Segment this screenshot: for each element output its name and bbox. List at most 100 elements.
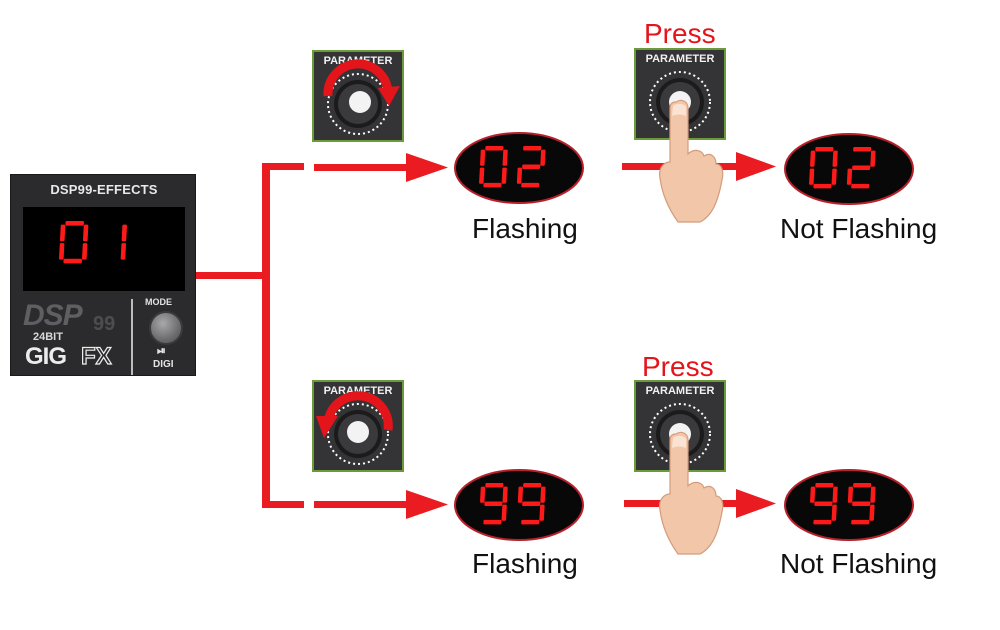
segment-d — [63, 258, 82, 264]
brand-gig-logo: GIG — [25, 343, 67, 370]
caption-not-flashing: Not Flashing — [780, 548, 938, 579]
segment-c — [539, 504, 545, 521]
segment-e — [516, 167, 523, 184]
segment-a — [65, 221, 84, 226]
segment-a — [485, 146, 504, 151]
segment-a — [853, 147, 872, 152]
segment-a — [523, 146, 542, 151]
display-digits — [479, 146, 546, 188]
brand-24bit-text: 24BIT — [33, 331, 63, 343]
press-label: Press — [644, 18, 716, 49]
dsp-display-digits — [59, 221, 127, 264]
digit-2 — [516, 146, 546, 188]
segment-g — [484, 501, 503, 506]
digit-9 — [480, 483, 508, 525]
digit-9 — [847, 483, 876, 525]
segment-d — [813, 519, 832, 525]
knob-rotate-counterclockwise-icon — [316, 391, 393, 465]
parameter-knob-counterclockwise[interactable]: PARAMETER — [312, 380, 404, 472]
segment-f — [847, 486, 854, 503]
segment-e — [479, 167, 485, 184]
dsp-divider — [131, 299, 133, 375]
segment-c — [501, 167, 507, 184]
digit-0 — [479, 146, 508, 188]
segment-g — [522, 501, 541, 506]
digit-9 — [517, 483, 546, 525]
segment-c — [831, 168, 837, 185]
dsp-brand-area: DSP 99 24BIT GIG FX MODE ⏯ DIGI — [11, 297, 197, 377]
display-digits — [480, 483, 546, 525]
digi-label: DIGI — [153, 359, 174, 370]
digit-2 — [846, 147, 876, 189]
display-99-flashing — [454, 469, 584, 541]
digit-0 — [59, 221, 89, 264]
segment-d — [851, 183, 870, 189]
caption-flashing: Flashing — [472, 548, 578, 579]
mode-button[interactable] — [149, 311, 183, 345]
digit-1 — [120, 224, 127, 260]
segment-c — [120, 243, 127, 260]
parameter-label: PARAMETER — [323, 385, 393, 397]
caption-flashing: Flashing — [472, 213, 578, 244]
segment-b — [540, 486, 546, 503]
dsp-panel-title: DSP99-EFFECTS — [50, 182, 158, 197]
segment-c — [82, 243, 88, 260]
segment-b — [502, 486, 508, 503]
segment-f — [59, 224, 66, 242]
display-digits — [809, 147, 876, 189]
segment-b — [870, 150, 876, 167]
segment-d — [851, 519, 870, 525]
press-label: Press — [642, 351, 714, 382]
digit-0 — [809, 147, 838, 189]
brand-99-logo: 99 — [93, 313, 116, 335]
segment-b — [832, 486, 838, 503]
segment-b — [870, 486, 876, 503]
segment-f — [480, 149, 486, 166]
segment-c — [501, 504, 507, 521]
segment-c — [831, 504, 837, 521]
display-99-not-flashing — [784, 469, 914, 541]
parameter-label: PARAMETER — [645, 385, 715, 397]
segment-g — [814, 501, 833, 506]
knob-rotate-clockwise-icon — [323, 59, 400, 135]
display-02-flashing — [454, 132, 584, 204]
segment-d — [483, 182, 502, 188]
segment-d — [521, 519, 540, 525]
segment-e — [809, 168, 815, 185]
dsp99-effects-panel: DSP99-EFFECTS DSP 99 24BIT GIG FX MODE ⏯… — [10, 174, 196, 376]
segment-a — [853, 483, 872, 488]
segment-a — [523, 483, 542, 488]
segment-b — [121, 224, 127, 242]
segment-a — [485, 483, 504, 488]
pressing-finger-icon — [659, 99, 724, 223]
segment-d — [521, 182, 540, 188]
display-02-not-flashing — [784, 133, 914, 205]
segment-b — [540, 149, 546, 166]
parameter-knob-clockwise[interactable]: PARAMETER — [312, 50, 404, 142]
mode-label: MODE — [145, 297, 172, 307]
segment-g — [852, 165, 871, 170]
digit-9 — [810, 483, 838, 525]
play-pause-icon: ⏯ — [157, 345, 166, 357]
segment-e — [846, 168, 853, 185]
segment-d — [483, 519, 502, 525]
segment-f — [810, 150, 816, 167]
parameter-label: PARAMETER — [645, 53, 715, 65]
segment-c — [869, 504, 875, 521]
segment-a — [815, 147, 834, 152]
segment-f — [480, 486, 486, 503]
brand-dsp-logo: DSP — [23, 299, 83, 332]
segment-f — [810, 486, 816, 503]
display-digits — [810, 483, 876, 525]
segment-g — [522, 164, 541, 169]
segment-g — [852, 501, 871, 506]
segment-d — [813, 183, 832, 189]
brand-fx-logo: FX — [80, 342, 112, 370]
pressing-finger-icon — [659, 431, 724, 555]
segment-a — [815, 483, 834, 488]
segment-f — [517, 486, 524, 503]
segment-e — [59, 243, 65, 260]
segment-b — [832, 150, 838, 167]
segment-b — [502, 149, 508, 166]
segment-b — [82, 224, 89, 242]
